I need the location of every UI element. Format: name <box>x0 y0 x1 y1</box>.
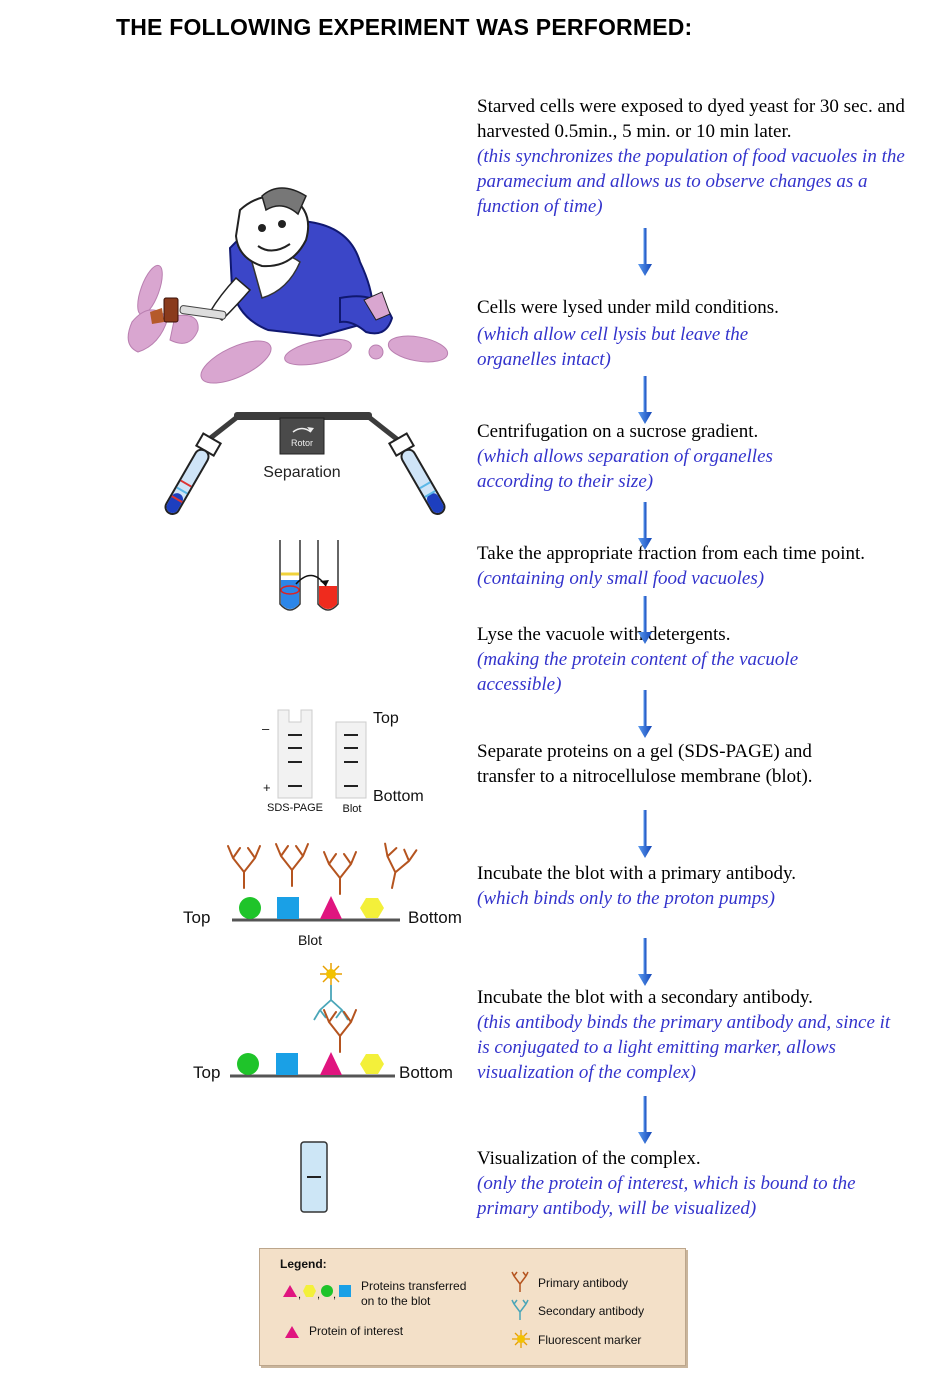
primary-antibody-icon <box>323 1009 357 1053</box>
fluorescent-marker-icon <box>320 963 342 985</box>
arrow-down-icon <box>638 938 652 986</box>
step-2: Cells were lysed under mild conditions. … <box>477 295 927 372</box>
step-7: Incubate the blot with a primary antibod… <box>477 861 927 911</box>
step-2-text: Cells were lysed under mild conditions. <box>477 297 779 318</box>
legend-primary-label: Primary antibody <box>538 1276 629 1290</box>
green-protein-icon <box>239 897 261 919</box>
magenta-protein-icon <box>320 1052 342 1075</box>
sds-page-gel <box>277 709 313 799</box>
step-1-note: (this synchronizes the population of foo… <box>477 146 905 217</box>
secondary-antibody-icon <box>511 1299 529 1320</box>
primary-antibody-icon <box>227 845 261 889</box>
step-7-text: Incubate the blot with a primary antibod… <box>477 863 797 884</box>
legend-protein-interest-label: Protein of interest <box>309 1324 404 1338</box>
blot1-bottom-label: Bottom <box>408 908 462 927</box>
rotor-label: Rotor <box>291 438 313 448</box>
arrow-down-icon <box>638 228 652 276</box>
step-1-text: Starved cells were exposed to dyed yeast… <box>477 96 905 142</box>
step-7-note: (which binds only to the proton pumps) <box>477 888 775 909</box>
step-8-note: (this antibody binds the primary antibod… <box>477 1012 891 1083</box>
primary-antibody-icon <box>375 842 418 893</box>
step-8: Incubate the blot with a secondary antib… <box>477 985 927 1085</box>
blot2-bottom-label: Bottom <box>399 1063 453 1082</box>
centrifuge-tube-left <box>164 432 223 515</box>
step-6-text: Separate proteins on a gel (SDS-PAGE) an… <box>477 741 813 787</box>
green-protein-icon <box>321 1285 333 1297</box>
secondary-antibody-icon <box>313 985 349 1021</box>
step-6: Separate proteins on a gel (SDS-PAGE) an… <box>477 739 927 789</box>
primary-antibody-icon <box>323 851 357 895</box>
lysing-cartoon <box>127 187 449 384</box>
step-5: Lyse the vacuole with detergents. (makin… <box>477 622 927 697</box>
cell-fragment-icon <box>284 338 352 366</box>
arrow-down-icon <box>638 1096 652 1144</box>
arrow-down-icon <box>638 376 652 424</box>
step-9-note: (only the protein of interest, which is … <box>477 1173 856 1219</box>
svg-text:,: , <box>298 1289 301 1301</box>
primary-antibody-blot: Top Bottom Blot <box>183 842 462 948</box>
separation-label: Separation <box>263 464 340 481</box>
step-8-text: Incubate the blot with a secondary antib… <box>477 987 813 1008</box>
blot1-top-label: Top <box>183 908 210 927</box>
fluorescent-marker-icon <box>512 1330 530 1348</box>
step-3: Centrifugation on a sucrose gradient. (w… <box>477 419 927 494</box>
secondary-antibody-blot: Top Bottom <box>193 963 453 1082</box>
legend-marker-label: Fluorescent marker <box>538 1333 642 1347</box>
step-9: Visualization of the complex. (only the … <box>477 1146 927 1221</box>
arrow-down-icon <box>638 810 652 858</box>
magenta-protein-icon <box>283 1285 297 1297</box>
legend-box: Legend: , , , Proteins transferred on to… <box>259 1248 686 1366</box>
cell-fragment-icon <box>200 340 272 384</box>
rotor-box <box>279 417 325 455</box>
magenta-protein-icon <box>320 896 342 919</box>
step-1: Starved cells were exposed to dyed yeast… <box>477 94 927 219</box>
legend-proteins-label: Proteins transferred on to the blot <box>361 1279 467 1308</box>
blot1-label: Blot <box>298 932 322 948</box>
green-protein-icon <box>237 1053 259 1075</box>
cell-fragment-icon <box>368 344 384 360</box>
gel-bottom-label: Bottom <box>373 788 424 805</box>
primary-antibody-icon <box>511 1271 529 1292</box>
yellow-protein-icon <box>360 898 384 918</box>
cell-fragment-icon <box>387 335 449 363</box>
page-title: THE FOLLOWING EXPERIMENT WAS PERFORMED: <box>116 14 693 40</box>
step-4: Take the appropriate fraction from each … <box>477 541 927 591</box>
yellow-protein-icon <box>303 1285 316 1297</box>
blue-protein-icon <box>339 1285 351 1297</box>
fraction-tubes <box>279 540 339 611</box>
step-4-note: (containing only small food vacuoles) <box>477 568 765 589</box>
arrow-down-icon <box>638 690 652 738</box>
yellow-protein-icon <box>360 1054 384 1074</box>
visualized-strip <box>300 1141 328 1213</box>
svg-text:,: , <box>317 1289 320 1301</box>
svg-text:,: , <box>333 1289 336 1301</box>
centrifuge-tube-right <box>387 432 446 515</box>
hammer-icon <box>163 297 179 323</box>
step-3-text: Centrifugation on a sucrose gradient. <box>477 421 759 442</box>
primary-antibody-icon <box>275 843 309 887</box>
step-5-text: Lyse the vacuole with detergents. <box>477 624 731 645</box>
rotor-arm <box>234 412 372 420</box>
sds-page-label: SDS-PAGE <box>267 802 323 814</box>
legend-title: Legend: <box>280 1257 327 1271</box>
hammer-handle <box>179 305 227 320</box>
gel-and-blot: – + SDS-PAGE Blot Top Bottom <box>262 709 424 815</box>
step-9-text: Visualization of the complex. <box>477 1148 701 1169</box>
step-5-note: (making the protein content of the vacuo… <box>477 649 799 695</box>
step-3-note: (which allows separation of organelles a… <box>477 446 773 492</box>
blot-small-label: Blot <box>343 803 362 815</box>
gel-minus-label: – <box>262 721 270 736</box>
blot2-top-label: Top <box>193 1063 220 1082</box>
legend-proteins-icons: , , , <box>283 1285 351 1301</box>
gel-plus-label: + <box>263 780 271 795</box>
illustrations: Rotor Separation <box>127 187 462 1213</box>
legend-protein-interest-icon <box>285 1326 299 1338</box>
blue-protein-icon <box>276 1053 298 1075</box>
step-2-note: (which allow cell lysis but leave the or… <box>477 324 749 370</box>
centrifuge: Rotor Separation <box>164 412 446 515</box>
step-4-text: Take the appropriate fraction from each … <box>477 543 866 564</box>
legend-secondary-label: Secondary antibody <box>538 1304 645 1318</box>
gel-top-label: Top <box>373 710 399 727</box>
blue-protein-icon <box>277 897 299 919</box>
